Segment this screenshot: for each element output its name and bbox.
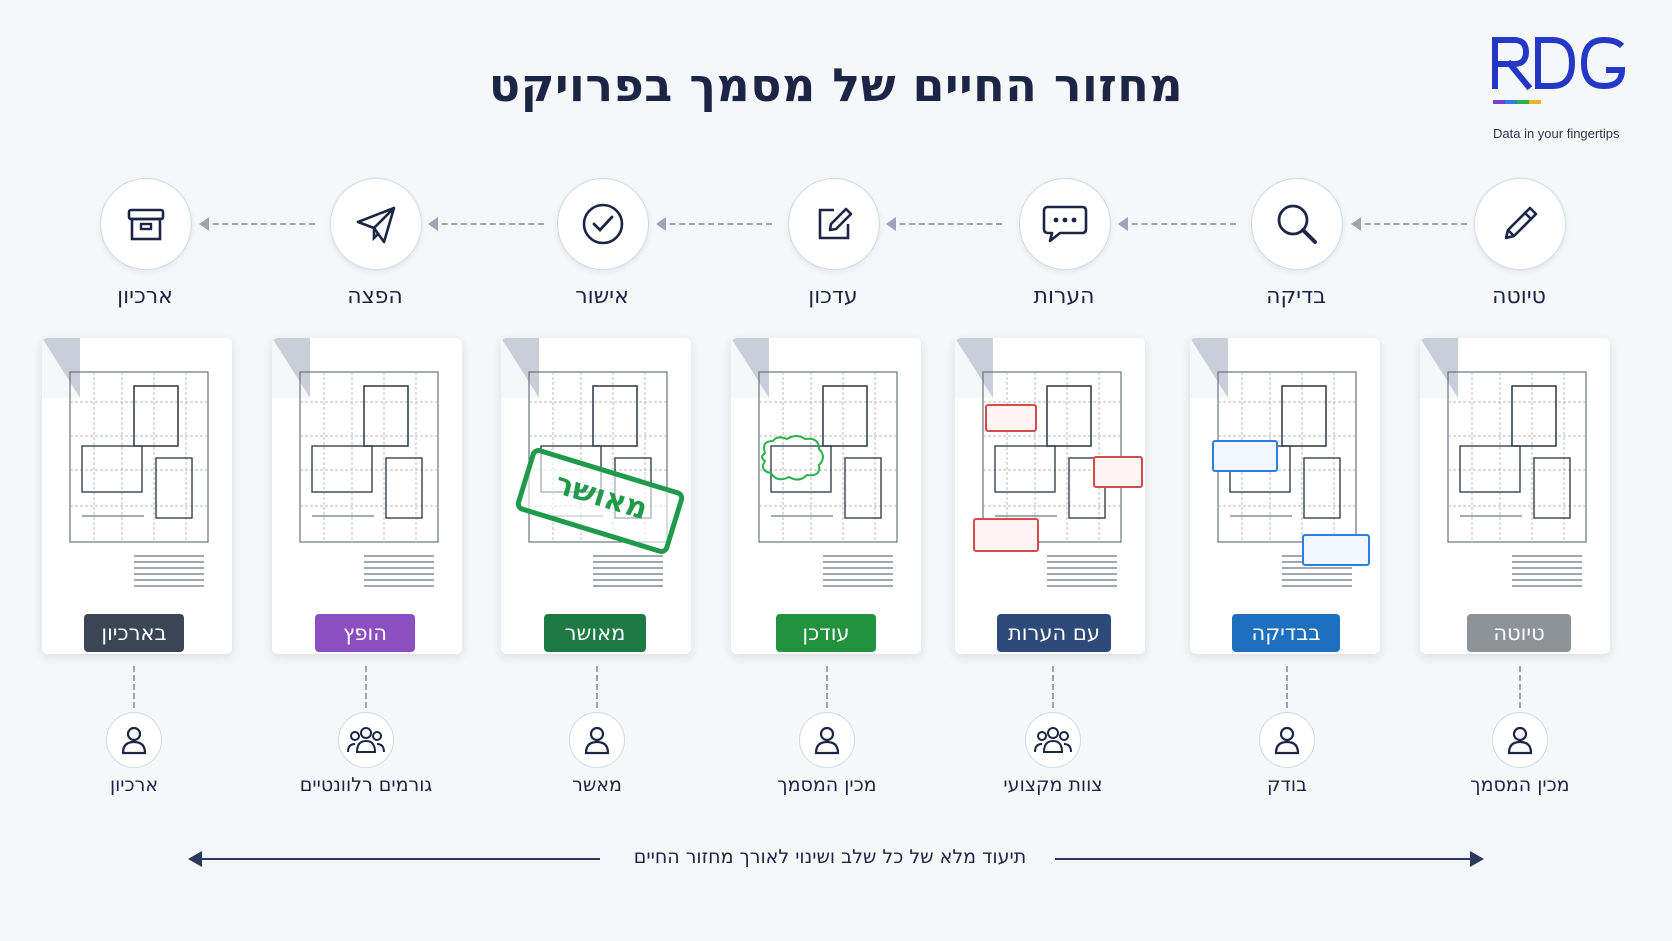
logo-tagline: Data in your fingertips [1493,126,1620,141]
connector-arrow [886,217,896,231]
person-icon [814,726,840,755]
stage-update[interactable] [788,178,880,270]
stage-archive[interactable] [100,178,192,270]
connector-line [660,223,772,225]
blueprint-drawing [1447,371,1587,587]
document-card-comments[interactable] [955,338,1145,654]
role-label: ארכיון [109,774,159,796]
connector-line [890,223,1002,225]
status-badge: עודכן [776,614,876,652]
role-stakeholders[interactable] [338,712,394,768]
rdg-logo: Data in your fingertips [1490,34,1646,141]
connector-line [1355,223,1467,225]
connector-line [203,223,315,225]
revision-cloud [761,435,824,481]
status-badge: מאושר [544,614,646,652]
role-label: מכין המסמך [777,774,877,796]
status-badge: הופץ [315,614,415,652]
document-card-updated[interactable] [731,338,921,654]
check-circle-icon [582,203,624,245]
status-badge: בארכיון [84,614,184,652]
connector-line [432,223,544,225]
person-icon [1507,726,1533,755]
stage-label: ארכיון [117,284,173,309]
review-note [1302,534,1370,566]
role-label: מאשר [572,774,622,796]
document-card-distributed[interactable] [272,338,462,654]
connector-arrow [428,217,438,231]
role-professional-team[interactable] [1025,712,1081,768]
role-connector [596,666,598,708]
paper-plane-icon [356,206,396,244]
timeline-caption: תיעוד מלא של כל שלב ושינוי לאורך מחזור ה… [633,846,1027,868]
rdg-logo-mark [1492,36,1626,104]
comment-note [1093,456,1143,488]
role-connector [826,666,828,708]
blueprint-drawing [758,371,898,587]
chat-bubble-icon [1042,205,1088,243]
timeline-arrow-right [1470,851,1484,867]
timeline-line-right [1055,858,1473,860]
stage-label: אישור [575,284,629,309]
role-connector [1519,666,1521,708]
pencil-icon [1504,206,1538,240]
stage-label: טיוטה [1492,284,1546,309]
archive-box-icon [127,208,165,241]
role-preparer[interactable] [799,712,855,768]
document-card-review[interactable] [1190,338,1380,654]
connector-arrow [656,217,666,231]
person-icon [121,726,147,755]
blueprint-drawing [69,371,209,587]
role-label: צוות מקצועי [1003,774,1103,796]
stage-label: עדכון [808,284,858,309]
stage-draft[interactable] [1474,178,1566,270]
timeline-arrow-left [188,851,202,867]
role-connector [1052,666,1054,708]
edit-square-icon [818,207,853,240]
role-connector [133,666,135,708]
connector-arrow [1351,217,1361,231]
review-note [1212,440,1278,472]
page-title: מחזור החיים של מסמך בפרויקט [488,58,1184,112]
role-reviewer[interactable] [1259,712,1315,768]
timeline-line-left [200,858,600,860]
person-icon [584,726,610,755]
role-approver[interactable] [569,712,625,768]
stage-comments[interactable] [1019,178,1111,270]
stage-label: הערות [1033,284,1095,309]
comment-note [973,518,1039,552]
role-connector [1286,666,1288,708]
group-icon [347,727,385,753]
role-archive[interactable] [106,712,162,768]
stage-review[interactable] [1251,178,1343,270]
connector-arrow [199,217,209,231]
connector-arrow [1118,217,1128,231]
stage-distribution[interactable] [330,178,422,270]
document-card-archive[interactable] [42,338,232,654]
connector-line [1122,223,1236,225]
status-badge: בבדיקה [1232,614,1340,652]
role-preparer[interactable] [1492,712,1548,768]
stage-label: הפצה [347,284,403,309]
role-label: מכין המסמך [1470,774,1570,796]
blueprint-drawing [299,371,439,587]
comment-note [985,404,1037,432]
status-badge: טיוטה [1467,614,1571,652]
person-icon [1274,726,1300,755]
magnifier-icon [1277,204,1317,244]
document-card-draft[interactable] [1420,338,1610,654]
role-connector [365,666,367,708]
stage-label: בדיקה [1266,284,1326,309]
role-label: גורמים רלוונטיים [299,774,433,796]
group-icon [1034,727,1072,753]
role-label: בודק [1266,774,1307,796]
stage-approval[interactable] [557,178,649,270]
status-badge: עם הערות [997,614,1111,652]
